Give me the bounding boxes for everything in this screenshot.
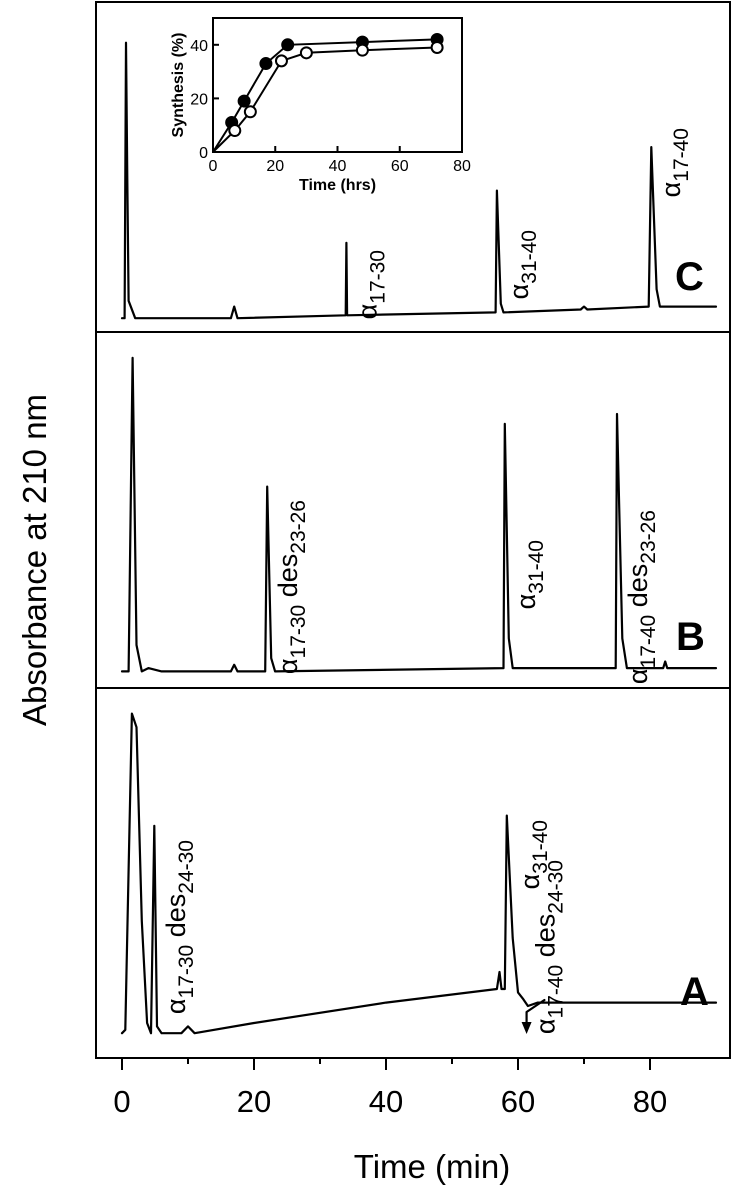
x-axis: 0 20 40 60 80 [113,1058,667,1119]
panel-a-frame [95,687,731,1059]
inset-y-tick-label-20: 20 [190,91,208,108]
inset-point-open-1 [228,124,242,138]
peak-label-b-3: α17-40 des23-26 [623,510,660,684]
inset-x-tick-label-40: 40 [329,158,347,175]
inset-point-filled-3 [259,57,273,71]
x-tick-label-20: 20 [237,1084,271,1119]
peak-label-c-1: α17-30 [352,250,389,319]
inset-point-filled-4 [281,38,295,52]
inset-y-label: Synthesis (%) [170,33,187,138]
peak-label-a-1: α17-30 des24-30 [161,840,198,1014]
inset-point-open-3 [274,54,288,68]
trace-panel-c [120,41,718,320]
inset-x-tick-label-80: 80 [453,158,471,175]
trace-panel-a [120,712,718,1035]
peak-label-b-2: α31-40 [511,540,548,609]
arrow-head [521,1022,532,1034]
inset-y-tick-label-0: 0 [199,145,208,162]
y-axis-label: Absorbance at 210 nm [16,394,53,726]
trace-panel-b [120,356,718,673]
x-tick-label-80: 80 [633,1084,667,1119]
chromatogram-traces [120,41,718,1035]
inset-x-tick-label-60: 60 [391,158,409,175]
inset-point-open-5 [355,43,369,57]
panel-b-frame [95,331,731,689]
inset-x-label: Time (hrs) [299,177,376,194]
inset-frame [212,17,463,153]
x-axis-label: Time (min) [354,1148,510,1185]
peak-label-b-1: α17-30 des23-26 [273,500,310,674]
peak-label-c-2: α31-40 [504,230,541,299]
x-tick-label-0: 0 [113,1084,130,1119]
inset-x-tick-label-20: 20 [266,158,284,175]
panel-label-a: A [680,970,709,1014]
inset-y-tick-label-40: 40 [190,38,208,55]
panel-label-b: B [676,615,705,659]
x-tick-label-40: 40 [369,1084,403,1119]
peak-label-c-3: α17-40 [656,128,693,197]
inset-point-filled-2 [237,94,251,108]
inset-x-tick-label-0: 0 [209,158,218,175]
panel-label-c: C [675,255,704,299]
peak-label-a-2: α31-40 [515,820,552,889]
x-tick-label-60: 60 [501,1084,535,1119]
peak-label-a-3: α17-40 des24-30 [531,860,568,1034]
inset-point-open-2 [243,105,257,119]
inset-point-open-6 [430,40,444,54]
inset-point-open-4 [299,46,313,60]
